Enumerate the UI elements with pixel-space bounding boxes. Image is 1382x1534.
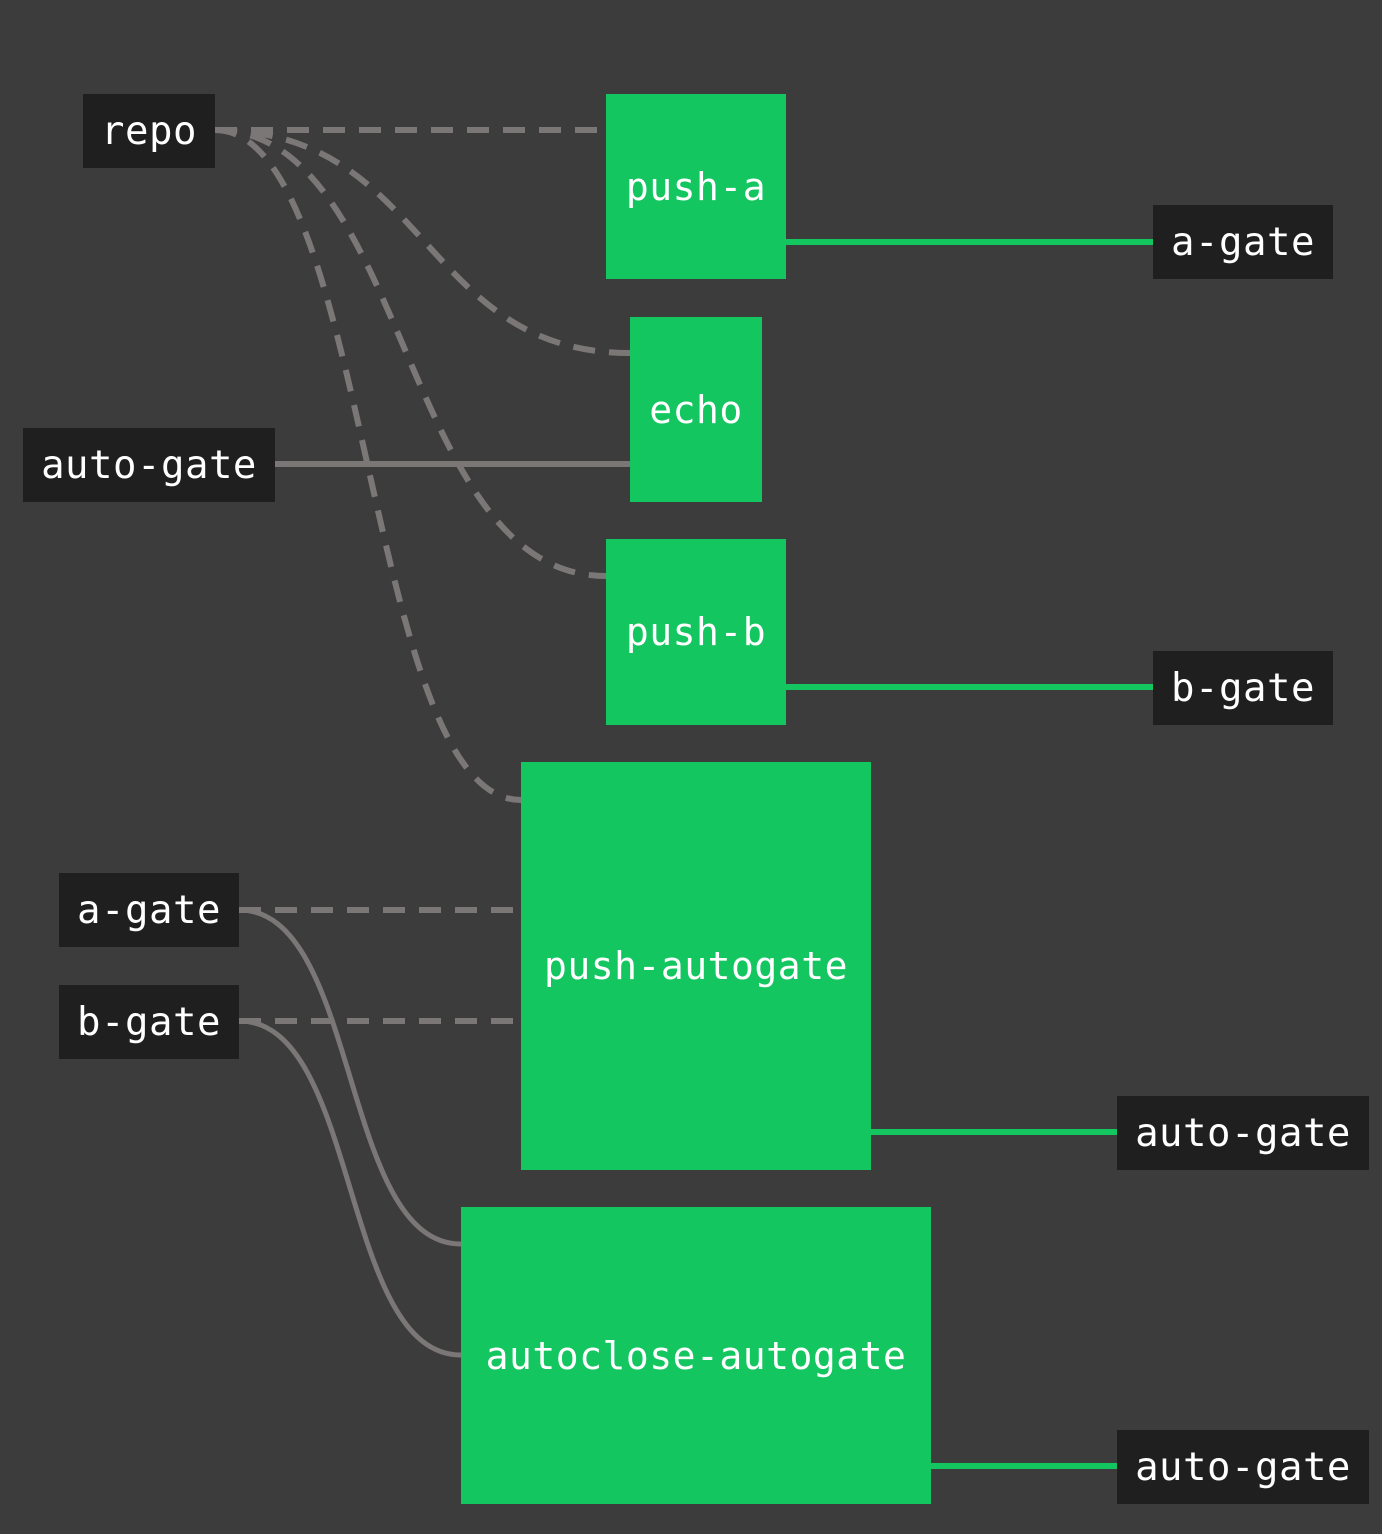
output-auto-gate-push-label: auto-gate bbox=[1135, 1110, 1351, 1156]
output-a-gate[interactable]: a-gate bbox=[1153, 205, 1333, 279]
job-push-b[interactable]: push-b bbox=[606, 539, 786, 725]
edge-repo-to-push-b bbox=[214, 127, 607, 579]
job-echo-label: echo bbox=[649, 387, 743, 432]
output-b-gate-label: b-gate bbox=[1171, 665, 1315, 711]
job-push-a-label: push-a bbox=[625, 164, 767, 209]
output-auto-gate-autoclose-label: auto-gate bbox=[1135, 1444, 1351, 1490]
job-push-a[interactable]: push-a bbox=[606, 94, 786, 279]
output-a-gate-label: a-gate bbox=[1171, 219, 1315, 265]
input-a-gate-label: a-gate bbox=[77, 887, 221, 933]
input-b-gate-label: b-gate bbox=[77, 999, 221, 1045]
edge-repo-to-echo bbox=[214, 127, 631, 356]
job-autoclose-autogate[interactable]: autoclose-autogate bbox=[461, 1207, 931, 1504]
output-auto-gate-autoclose[interactable]: auto-gate bbox=[1117, 1430, 1369, 1504]
edge-b-gate-to-autoclose-autogate bbox=[238, 1018, 462, 1358]
job-push-autogate[interactable]: push-autogate bbox=[521, 762, 871, 1170]
edge-a-gate-to-autoclose-autogate bbox=[238, 907, 462, 1247]
output-b-gate[interactable]: b-gate bbox=[1153, 651, 1333, 725]
output-auto-gate-push[interactable]: auto-gate bbox=[1117, 1096, 1369, 1170]
input-repo[interactable]: repo bbox=[83, 94, 215, 168]
job-autoclose-autogate-label: autoclose-autogate bbox=[485, 1333, 907, 1378]
job-push-b-label: push-b bbox=[625, 610, 767, 654]
edge-repo-to-push-autogate bbox=[214, 127, 522, 803]
input-b-gate[interactable]: b-gate bbox=[59, 985, 239, 1059]
input-a-gate[interactable]: a-gate bbox=[59, 873, 239, 947]
job-push-autogate-label: push-autogate bbox=[544, 944, 848, 988]
input-auto-gate[interactable]: auto-gate bbox=[23, 428, 275, 502]
input-repo-label: repo bbox=[101, 108, 197, 154]
job-echo[interactable]: echo bbox=[630, 317, 762, 502]
input-auto-gate-label: auto-gate bbox=[41, 442, 257, 488]
